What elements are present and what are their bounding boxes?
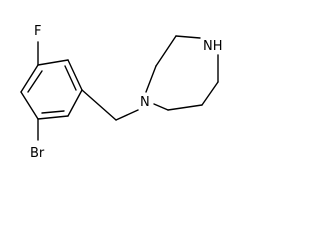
bond-c5-c6 [67,89,83,117]
atom-nitrogen-tertiary-label: N [140,95,150,110]
bond-c7-n1 [153,103,169,111]
structure-diagram: F Br N NH [20,24,223,161]
double-bond-c6-c1 [64,65,77,91]
double-bond-c4-c5 [41,110,65,114]
bond-n1-c2 [145,65,157,93]
bond-ch2-n [115,109,139,121]
atom-nitrogen-secondary-label: NH [203,39,223,54]
bond-ring-ch2 [81,89,117,121]
atom-fluorine-label: F [34,24,41,39]
bond-c5-c6 [201,81,219,106]
double-bond-c2-c3 [27,70,43,93]
bond-c6-c1 [67,59,83,91]
bond-c6-c7 [167,104,203,111]
bond-c1-c2 [37,59,69,66]
diazepane-ring [145,35,219,111]
bond-c3-c4 [175,35,201,39]
benzene-ring [20,59,83,120]
bond-c3-c4 [20,91,39,120]
bond-c2-c3 [20,64,39,93]
atom-bromine-label: Br [30,146,45,161]
bond-c2-c3 [155,35,177,67]
bond-c4-c5 [37,115,69,120]
